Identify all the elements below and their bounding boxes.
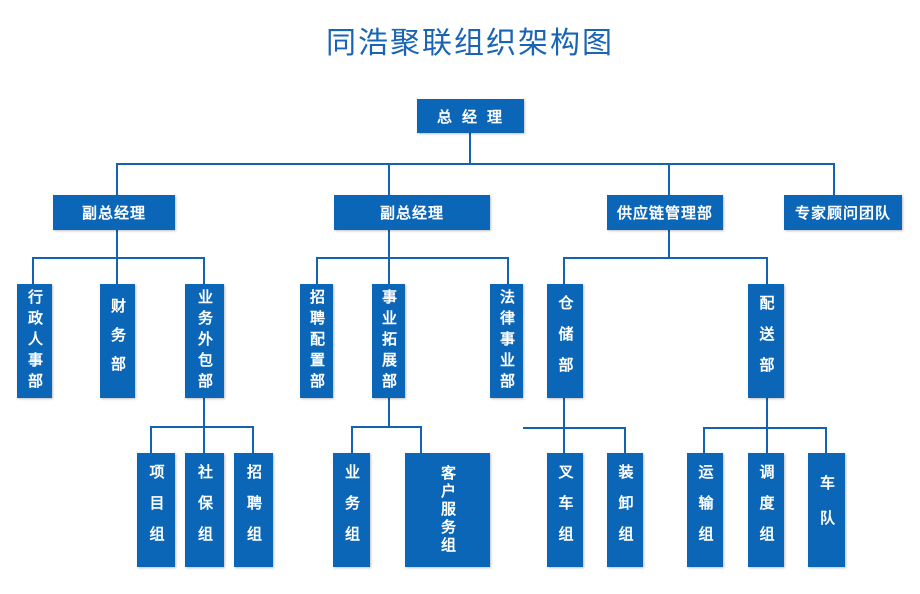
node-business-development-dept[interactable]: 事业拓展部 [372,284,405,398]
connector [388,398,390,428]
connector [703,427,827,429]
connector [624,427,626,453]
connector [766,398,768,453]
node-delivery-dept[interactable]: 配送部 [748,284,784,398]
connector [150,426,254,428]
connector [833,163,835,195]
connector [116,163,118,195]
node-ceo[interactable]: 总经理 [417,99,524,133]
connector [825,427,827,453]
node-finance-dept[interactable]: 财务部 [100,284,135,398]
connector [116,163,835,165]
connector [316,257,509,259]
node-business-group[interactable]: 业务组 [333,453,370,567]
connector [766,257,768,284]
node-fleet[interactable]: 车队 [808,453,845,567]
connector [507,257,509,284]
node-dispatch-group[interactable]: 调度组 [748,453,784,567]
node-transport-group[interactable]: 运输组 [687,453,723,567]
connector [420,426,422,453]
connector [32,257,34,284]
connector [563,398,565,453]
connector [388,163,390,195]
connector [351,426,353,453]
node-recruiting-group[interactable]: 招聘组 [234,453,273,567]
connector [252,426,254,453]
connector [203,398,205,453]
chart-title: 同浩聚联组织架构图 [326,26,614,61]
node-loading-group[interactable]: 装卸组 [607,453,643,567]
node-vice-president-1[interactable]: 副总经理 [53,195,175,230]
connector [563,257,768,259]
connector [203,257,205,284]
connector [469,133,471,165]
node-warehouse-dept[interactable]: 仓储部 [547,284,583,398]
node-outsourcing-dept[interactable]: 业务外包部 [185,284,224,398]
connector [316,257,318,284]
node-admin-hr-dept[interactable]: 行政人事部 [17,284,52,398]
connector [668,163,670,195]
connector [703,427,705,453]
node-supply-chain-dept[interactable]: 供应链管理部 [607,195,723,230]
connector [32,257,205,259]
node-project-group[interactable]: 项目组 [137,453,175,567]
connector [351,426,422,428]
node-forklift-group[interactable]: 叉车组 [547,453,583,567]
node-expert-advisory-team[interactable]: 专家顾问团队 [784,195,902,230]
connector [563,257,565,284]
connector [668,230,670,258]
node-recruitment-dept[interactable]: 招聘配置部 [300,284,333,398]
node-social-security-group[interactable]: 社保组 [185,453,224,567]
node-legal-affairs-dept[interactable]: 法律事业部 [490,284,523,398]
node-customer-service-group[interactable]: 客户服务组 [405,453,490,567]
connector [523,427,626,429]
connector [150,426,152,453]
node-vice-president-2[interactable]: 副总经理 [334,195,490,230]
